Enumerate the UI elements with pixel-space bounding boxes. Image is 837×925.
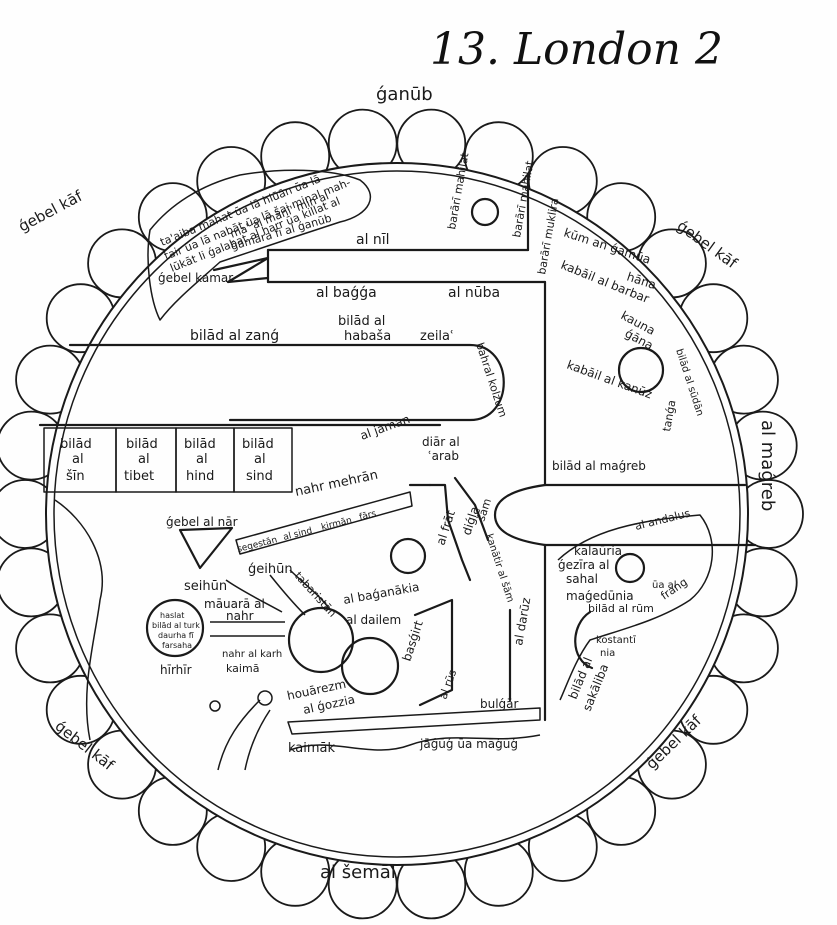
rus-river — [413, 598, 454, 707]
andalus-outline — [557, 514, 713, 701]
label-bulgar: bulǵār — [480, 697, 519, 711]
direction-west: al maǵreb — [757, 420, 778, 511]
label-sind: sind — [246, 469, 273, 484]
label-haslat-4: farsaha — [162, 641, 192, 650]
map-title: 13. London 2 — [430, 24, 723, 75]
label-sahal: sahal — [566, 572, 598, 586]
label-hind: hind — [186, 469, 214, 484]
label-diar-arab-2: ʿarab — [428, 449, 459, 463]
label-gebel-kamar: ǵebel kamar — [158, 271, 233, 285]
geihun-river — [269, 574, 306, 616]
spring-mark — [209, 700, 221, 712]
label-gebel-nar: ǵebel al nār — [166, 515, 238, 529]
caspian-sea — [287, 606, 355, 674]
label-al-nuba: al nūba — [448, 285, 500, 301]
rim-label-left-top: ǵebel kāf — [15, 187, 86, 236]
label-hirhir: hīrhīr — [160, 663, 192, 677]
label-kaima: kaimā — [226, 662, 259, 675]
label-bilad-tibet: bilād — [126, 437, 158, 452]
label-bilad-al-rum: bilād al rūm — [588, 602, 654, 615]
outer-circle — [45, 162, 749, 866]
label-nahr-karh: nahr al karh — [222, 649, 282, 660]
kaimak-strip — [287, 707, 541, 735]
label-kaimak: kaimāk — [288, 741, 336, 756]
box-sind — [233, 427, 293, 493]
label-geihun: ǵeihūn — [248, 562, 293, 577]
label-ia-al: ūa al — [652, 580, 677, 591]
strait-curve — [493, 483, 547, 547]
label-al-sind: al — [254, 452, 266, 467]
label-kostanti-2: nia — [600, 648, 615, 659]
river-north — [217, 699, 271, 771]
tabaristan-river — [289, 569, 331, 611]
label-seihun: seihūn — [184, 579, 227, 594]
label-haslat-2: bilād al turk — [152, 621, 200, 630]
label-magedunia: maǵedūnia — [566, 589, 634, 603]
label-tibet: tibet — [124, 469, 154, 484]
inner-circle — [53, 170, 741, 858]
label-al-tibet: al — [138, 452, 150, 467]
northern-coast — [289, 734, 541, 751]
label-haslat-1: haslat — [160, 611, 184, 620]
fire-mountain — [178, 526, 234, 570]
lake-dailem — [340, 636, 400, 696]
label-al-nil: al nīl — [356, 232, 390, 248]
label-bilad-magreb: bilād al maǵreb — [552, 459, 646, 473]
label-diar-arab-1: diār al — [422, 435, 460, 449]
indian-ocean-upper — [68, 343, 505, 422]
label-al-bagga: al baǵǵa — [316, 285, 377, 301]
label-nahr: nahr — [226, 609, 254, 623]
label-fars: fārs — [358, 509, 377, 523]
fars-strip — [235, 491, 413, 555]
karh-river — [210, 621, 285, 637]
lake-sam — [389, 537, 427, 575]
direction-north: al šemāl — [320, 862, 396, 883]
label-bilad-al: bilād al — [338, 314, 385, 329]
label-al-dailem: al dailem — [346, 613, 401, 627]
label-kalauria: kalaūria — [574, 544, 622, 558]
label-tanga: tanǵa — [660, 399, 678, 433]
label-jagug: jāǵūǵ ūa māǵūǵ — [419, 737, 518, 751]
lake-magedunia — [614, 552, 646, 584]
label-habasa: habaša — [344, 329, 391, 344]
lake-top — [470, 197, 500, 227]
spring-mark-2 — [257, 690, 273, 706]
digla-river — [453, 476, 490, 542]
label-mauara-al: māuarā al — [204, 597, 265, 611]
label-sin: šīn — [66, 469, 85, 484]
kostantinia-bay — [574, 610, 594, 670]
seihun-river — [225, 579, 283, 613]
label-bilad-sind: bilād — [242, 437, 274, 452]
lake-kanuz — [617, 346, 665, 394]
moon-mountain-mark — [212, 256, 270, 284]
label-zeila: zeilaʿ — [420, 329, 454, 344]
southern-land — [147, 169, 372, 321]
label-al-hind: al — [196, 452, 208, 467]
eastern-land — [54, 499, 103, 741]
label-bilad-hind: bilād — [184, 437, 216, 452]
label-al-sin: al — [72, 452, 84, 467]
label-gezira-al: ǵezīra al — [558, 558, 609, 572]
lake-haslat — [145, 598, 205, 658]
direction-south: ǵanūb — [376, 84, 433, 105]
label-bilad-zang: bilād al zanǵ — [190, 328, 279, 344]
label-kostanti-1: kostantī — [596, 635, 636, 646]
label-haslat-3: daurha fī — [158, 631, 195, 640]
label-bilad-sin: bilād — [60, 437, 92, 452]
frat-river — [428, 483, 472, 582]
